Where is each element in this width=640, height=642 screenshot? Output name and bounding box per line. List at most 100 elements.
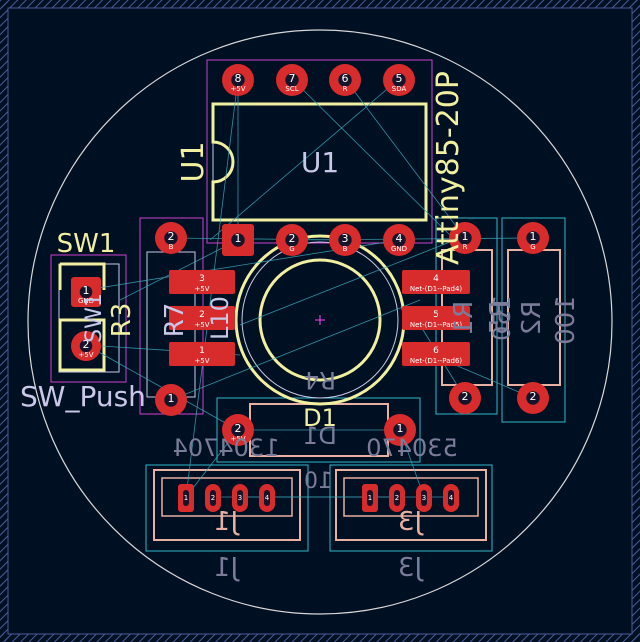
led-pad-4-number: 4 [433, 274, 439, 284]
j1-pad-4-number: 4 [265, 494, 270, 502]
led-pad-6-net: Net-(D1--Pad6) [410, 357, 463, 365]
led-pad-6-number: 6 [433, 346, 439, 356]
r1-pad-2-number: 2 [462, 390, 469, 403]
r7-pad-2-number: 2 [168, 230, 175, 243]
sw1-pad-1-net: GND [78, 297, 94, 305]
u1-pad-8-net: +5V [230, 85, 245, 93]
j3-pad-4: 4 [443, 484, 459, 512]
j3-fab-label: J3 [398, 507, 424, 537]
r2-pad-1-net: G [530, 243, 535, 251]
r7-pad-1-number: 1 [168, 392, 175, 405]
led-pad-3-number: 3 [199, 274, 205, 284]
led-pad-1-net: +5V [194, 357, 209, 365]
j3-pad-3: 3 [416, 484, 432, 512]
j1-fab-label: J1 [214, 507, 240, 537]
u1-pad-1: 1 [222, 224, 254, 256]
sw-fab-label: SW1 [82, 293, 107, 343]
d1-pad-2-net: +5V [230, 435, 245, 443]
r7-pad-2-net: B [169, 243, 174, 251]
u1-pad-2-net: G [289, 245, 294, 253]
u1-pad-3-net: B [343, 245, 348, 253]
sw1-pad-2: 2+5V [71, 331, 101, 361]
led-pad-5-net: Net-(D1--Pad5) [410, 321, 463, 329]
led-pad-4-net: Net-(D1--Pad4) [410, 285, 463, 293]
value-1304704: 1304704 [173, 434, 280, 462]
courtyards [50, 59, 566, 552]
r4-label: R4 [304, 366, 336, 394]
value-530470: 530470 [366, 434, 458, 462]
r2-pad-2: 2 [517, 382, 549, 414]
r2-pad-1: 1G [517, 222, 549, 254]
d1-back-label: D1 [303, 422, 337, 450]
r2-label: R2 [517, 301, 547, 336]
u1-pad-4-net: GND [391, 245, 407, 253]
r7-pad-2: 2B [155, 222, 187, 254]
r1-pad-1-number: 1 [462, 230, 469, 243]
j3-pad-2: 2 [389, 484, 405, 512]
u1-pad-5-number: 5 [396, 72, 403, 85]
u1-silk-label: U1 [176, 141, 211, 182]
j1-pad-2-number: 2 [211, 494, 215, 502]
led-pad-5-number: 5 [433, 310, 439, 320]
u1-pad-8-number: 8 [235, 72, 242, 85]
j3-pad-2-number: 2 [395, 494, 399, 502]
d1-silk-label: D1 [303, 404, 337, 432]
d1-pad-1: 1 [384, 414, 416, 446]
r5-label: R5 [485, 301, 515, 336]
u1-pad-7-number: 7 [289, 72, 296, 85]
u1-pad-6-net: R [343, 85, 348, 93]
u1-pad-1-number: 1 [235, 232, 242, 245]
j1-pad-3-number: 3 [238, 494, 242, 502]
value-150: 150 [488, 295, 516, 341]
board-outline [27, 29, 613, 615]
led-pad-3: 3+5V [169, 270, 235, 294]
sw1-pad-1-number: 1 [83, 284, 90, 297]
led-pad-2: 2+5V [169, 306, 235, 330]
sw1-pad-2-number: 2 [83, 338, 90, 351]
j1-pad-1-number: 1 [184, 494, 188, 502]
j1-label: J1 [214, 553, 240, 583]
labels: U1 U1 Attiny85-20P SW1 SW_Push R3 SW1 R7… [20, 71, 581, 583]
d1-pad-2: 2+5V [222, 414, 254, 446]
value-10: 10 [304, 469, 332, 494]
sw1-pad-2-net: +5V [78, 351, 93, 359]
r1-pad-2: 2 [449, 382, 481, 414]
r2-pad-2-number: 2 [530, 390, 537, 403]
led-pad-3-net: +5V [194, 285, 209, 293]
u1-pad-4-number: 4 [396, 232, 403, 245]
u1-pad-3-number: 3 [342, 232, 349, 245]
sw-value-label: SW_Push [20, 380, 146, 413]
j1-pad-3: 3 [232, 484, 248, 512]
u1-pad-6: 6R [329, 64, 361, 96]
r1-label: R1 [449, 301, 479, 336]
led-pad-1-number: 1 [199, 346, 205, 356]
led-pad-2-number: 2 [199, 310, 205, 320]
r1-pad-1: 1R [449, 222, 481, 254]
d1-pad-2-number: 2 [235, 422, 242, 435]
j3-label: J3 [398, 553, 424, 583]
j1-pad-4: 4 [259, 484, 275, 512]
r7-pad-1: 1 [155, 384, 187, 416]
u1-pad-2: 2G [276, 224, 308, 256]
u1-pad-5-net: SDA [392, 85, 407, 93]
r7-label: R7 [160, 303, 190, 338]
origin-marker [315, 315, 325, 325]
u1-pad-8: 8+5V [222, 64, 254, 96]
l10-label: L10 [206, 296, 234, 340]
r3-label: R3 [107, 303, 137, 338]
led-pad-2-net: +5V [194, 321, 209, 329]
j1-pad-2: 2 [205, 484, 221, 512]
u1-pad-3: 3B [329, 224, 361, 256]
j3-pad-3-number: 3 [422, 494, 426, 502]
value-100: 100 [551, 295, 581, 345]
u1-pad-7-net: SCL [285, 85, 298, 93]
d1-pad-1-number: 1 [397, 422, 404, 435]
